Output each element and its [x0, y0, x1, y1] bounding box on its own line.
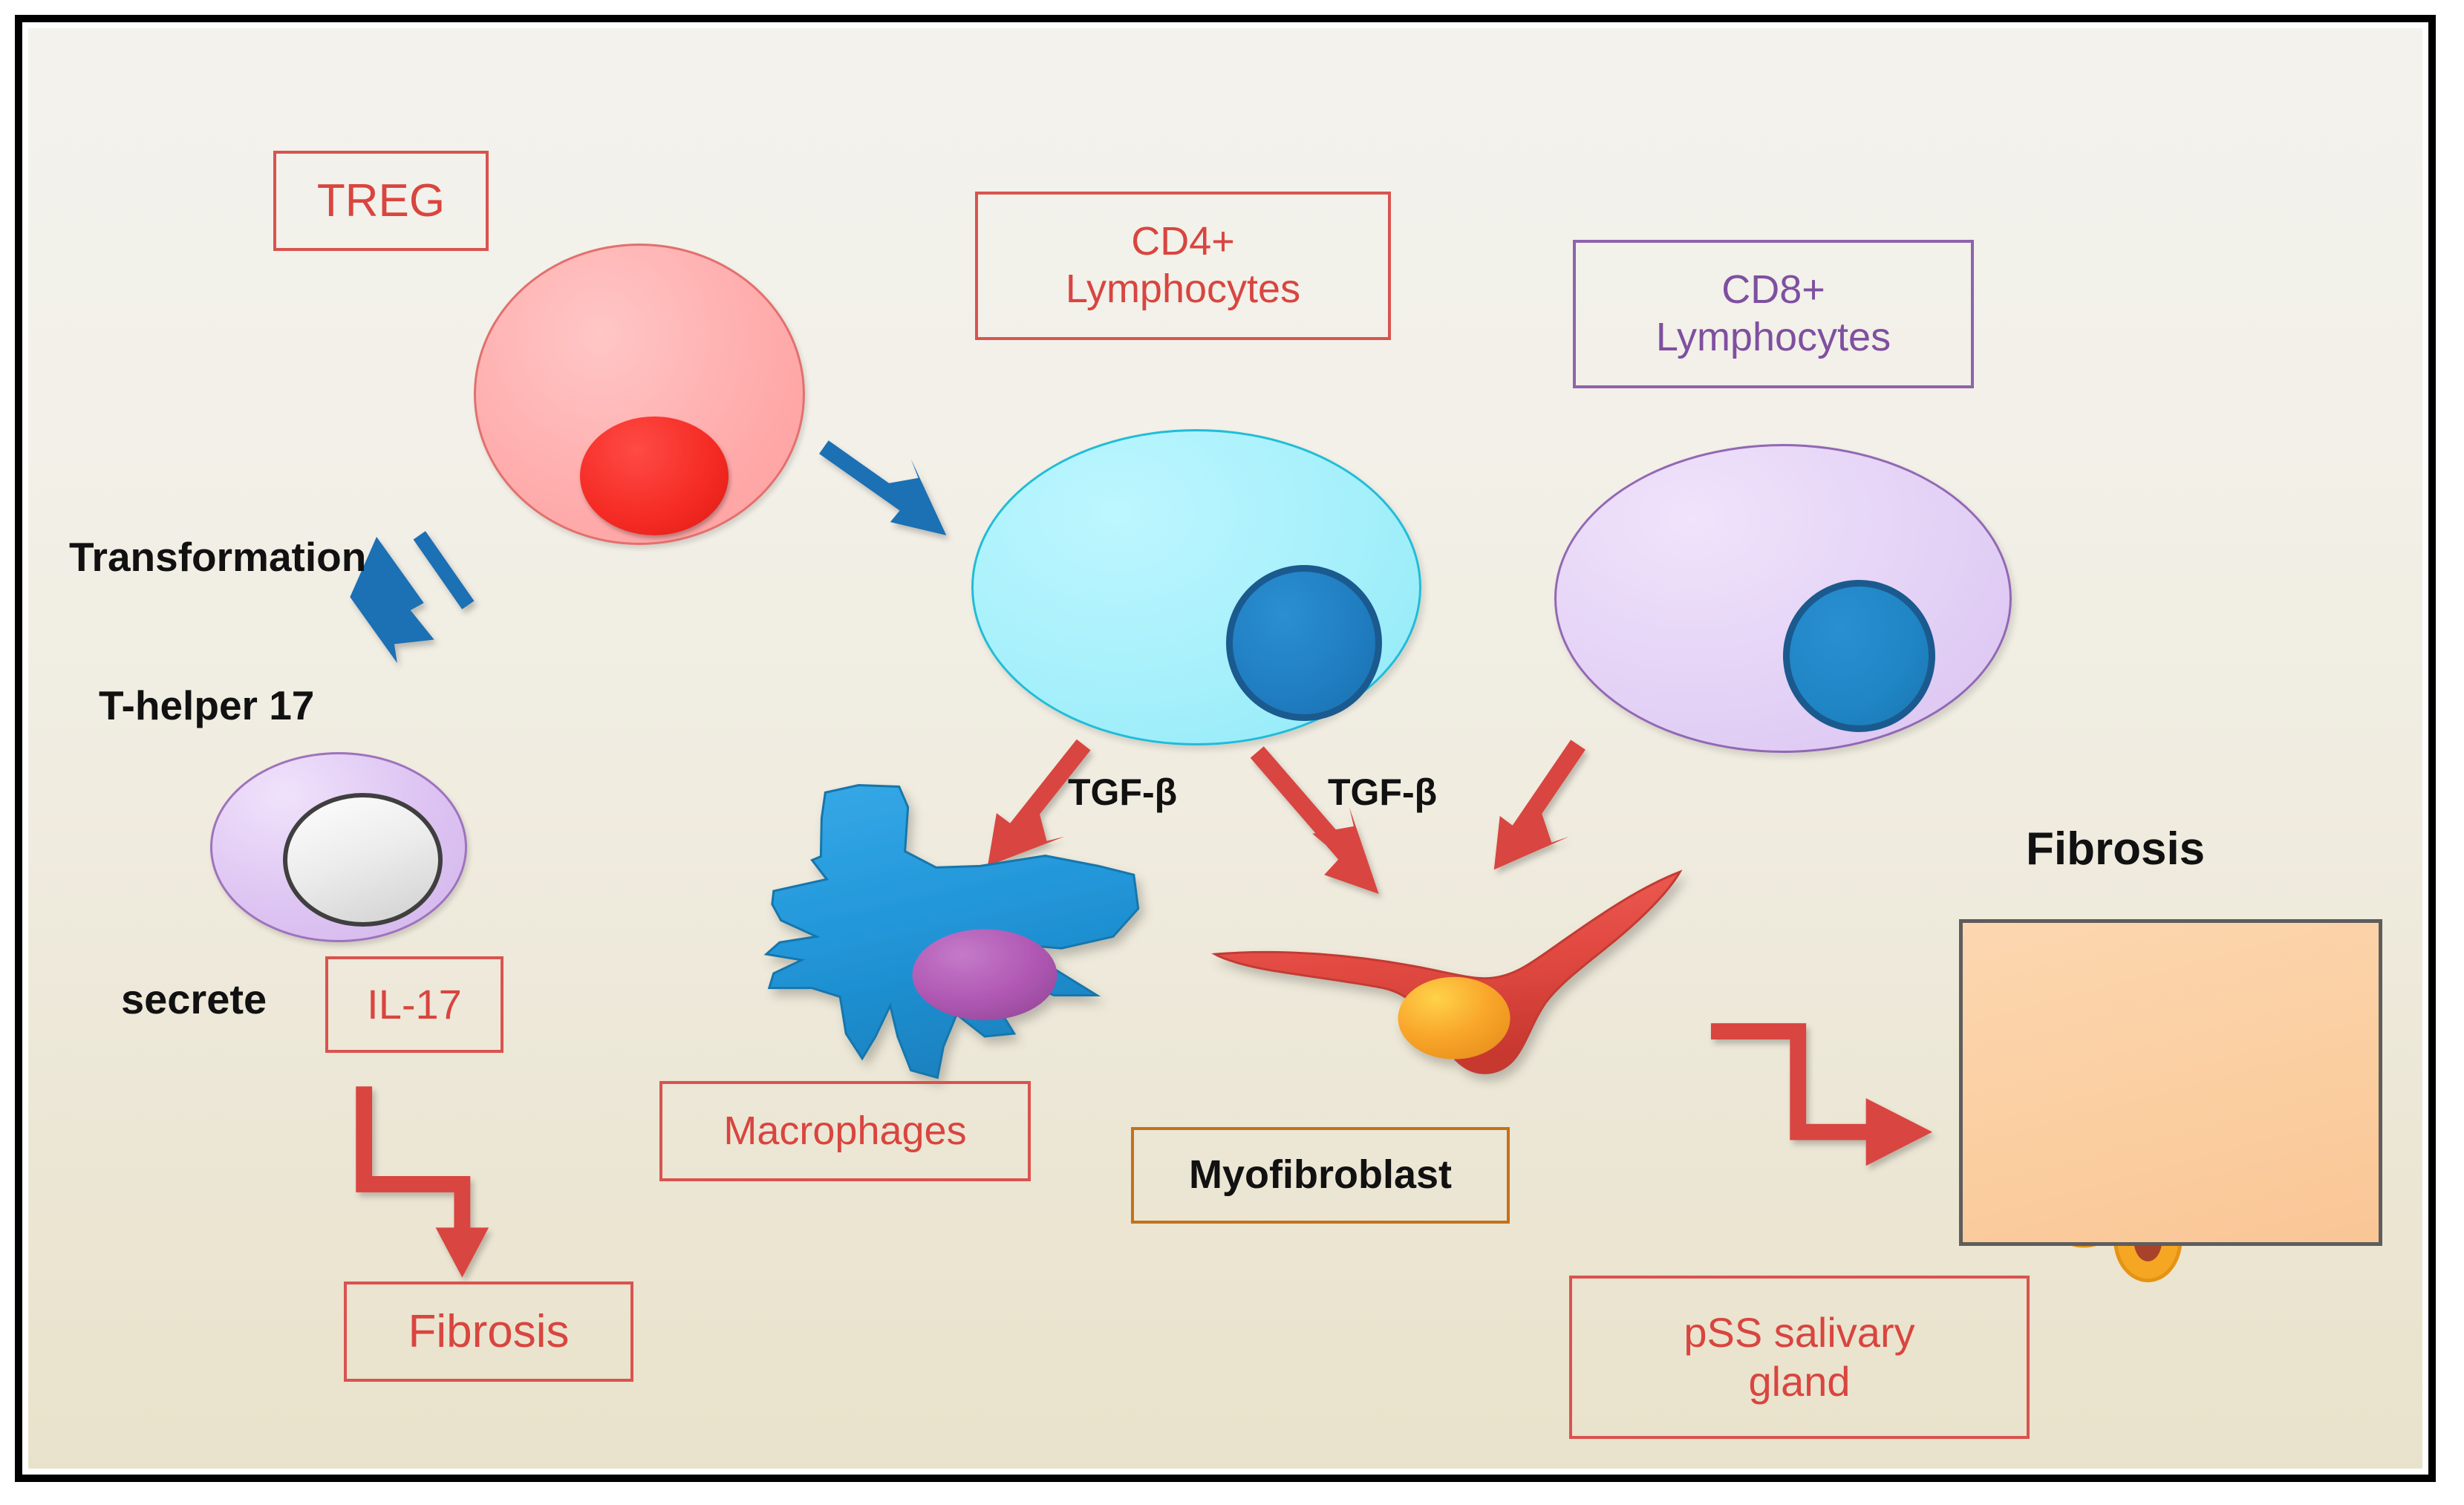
cd4-nucleus	[1226, 565, 1382, 721]
macrophages-label-box[interactable]: Macrophages	[659, 1081, 1031, 1181]
cd4-label-box[interactable]: CD4+ Lymphocytes	[975, 192, 1391, 340]
macrophage-nucleus	[912, 929, 1057, 1021]
treg-label: TREG	[316, 174, 446, 226]
cd8-lymphocyte-cell	[1554, 444, 2012, 753]
cd8-label-line1: CD8+	[1721, 267, 1825, 313]
transformation-label: Transformation	[69, 534, 367, 580]
fibrosis-label: Fibrosis	[408, 1305, 570, 1357]
macrophages-label: Macrophages	[723, 1108, 967, 1153]
treg-cell	[474, 244, 805, 545]
treg-label-box[interactable]: TREG	[273, 151, 489, 251]
arrow-treg-to-cd4	[819, 440, 947, 535]
t-helper-17-nucleus	[283, 793, 443, 927]
cd8-nucleus	[1783, 580, 1935, 732]
arrow-treg-to-th17	[350, 531, 475, 664]
secrete-label: secrete	[121, 976, 267, 1022]
pss-salivary-gland-label-box[interactable]: pSS salivary gland	[1569, 1276, 2030, 1439]
arrow-il17-to-fibrosis	[356, 1086, 489, 1278]
figure-frame: TREG CD4+ Lymphocytes CD8+ Lymphocytes I…	[15, 15, 2436, 1482]
il17-label: IL-17	[367, 980, 462, 1028]
cd8-label-line2: Lymphocytes	[1655, 315, 1891, 359]
salivary-gland-image	[1959, 919, 2382, 1246]
pss-label-line2: gland	[1748, 1358, 1851, 1405]
il17-label-box[interactable]: IL-17	[325, 956, 503, 1053]
myofibroblast-label: Myofibroblast	[1188, 1152, 1452, 1198]
cd4-label-line2: Lymphocytes	[1065, 267, 1301, 311]
myofibroblast-nucleus	[1398, 976, 1510, 1060]
tgf-beta-left-label: TGF-β	[1068, 771, 1178, 813]
cd4-lymphocyte-cell	[971, 429, 1421, 745]
myofibroblast-label-box[interactable]: Myofibroblast	[1131, 1127, 1510, 1224]
diagram-canvas: TREG CD4+ Lymphocytes CD8+ Lymphocytes I…	[28, 28, 2422, 1469]
pss-label-line1: pSS salivary	[1684, 1308, 1915, 1356]
macrophage-cell	[763, 783, 1140, 1080]
arrow-cd8-to-myofibroblast	[1493, 740, 1585, 870]
treg-nucleus	[580, 417, 729, 535]
myofibroblast-cell	[1211, 869, 1683, 1074]
tgf-beta-right-label: TGF-β	[1328, 771, 1438, 813]
cd4-label-line1: CD4+	[1131, 219, 1235, 264]
t-helper-17-label: T-helper 17	[99, 682, 315, 728]
fibrosis-title-label: Fibrosis	[2026, 823, 2206, 875]
arrow-myofibroblast-to-gland	[1710, 1023, 1933, 1166]
t-helper-17-cell	[210, 752, 467, 942]
fibrosis-label-box[interactable]: Fibrosis	[344, 1282, 633, 1382]
cd8-label-box[interactable]: CD8+ Lymphocytes	[1573, 240, 1974, 388]
